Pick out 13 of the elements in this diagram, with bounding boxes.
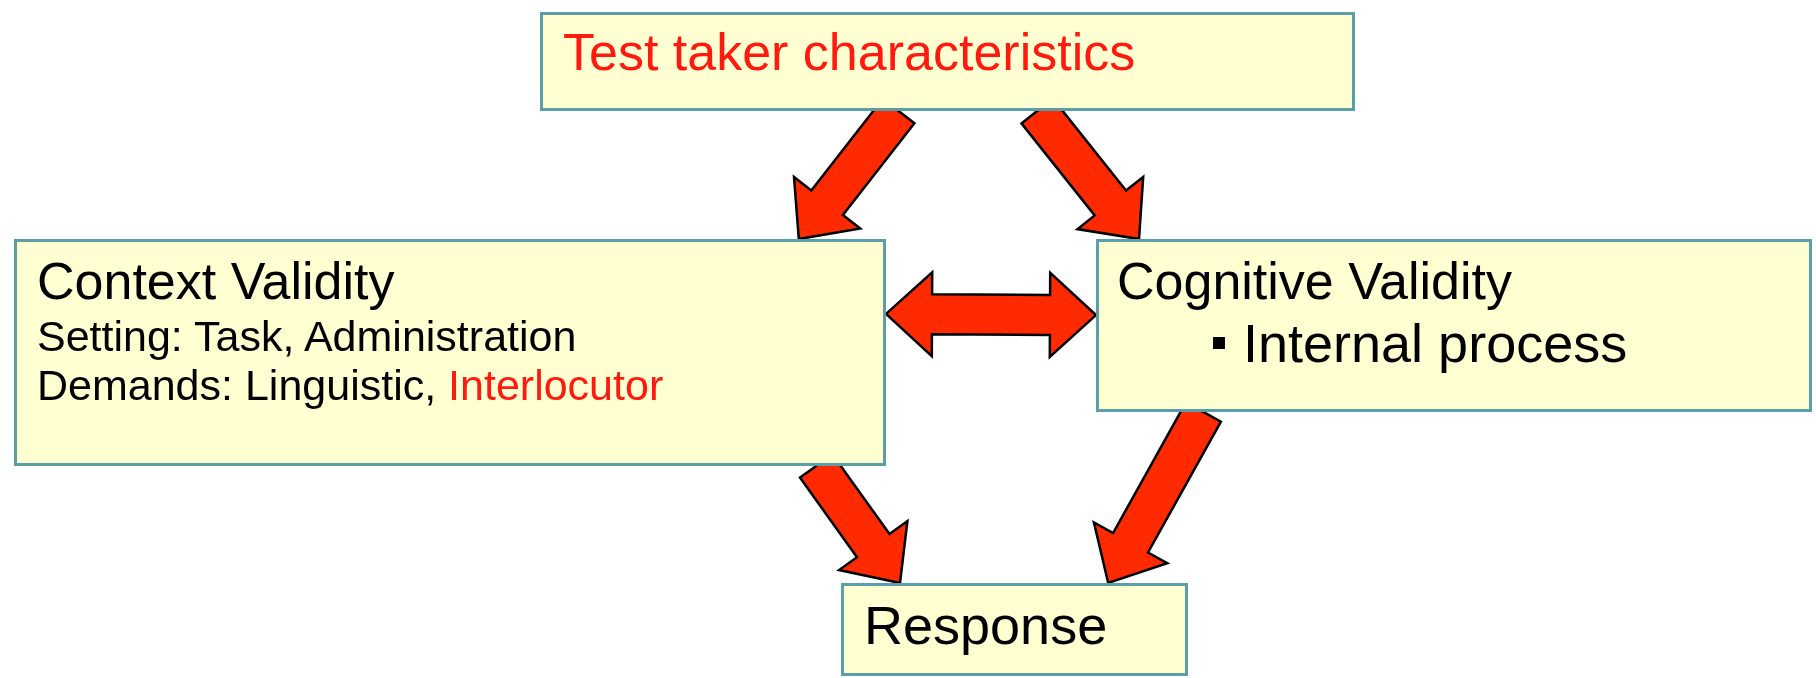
box-text: Setting: Task, Administration	[37, 311, 578, 362]
box-text: Demands: Linguistic,	[37, 361, 437, 410]
box-heading: Context Validity	[37, 252, 396, 312]
bullet-text: Internal process	[1243, 311, 1628, 374]
text-box	[1096, 239, 1812, 412]
box-title: Response	[864, 594, 1109, 657]
box-heading: Cognitive Validity	[1117, 252, 1513, 312]
text-box	[540, 12, 1355, 111]
text-box	[14, 239, 886, 466]
text-box	[841, 583, 1188, 676]
box-title: Test taker characteristics	[563, 23, 1137, 83]
double-arrow	[884, 269, 1098, 360]
highlighted-text: Interlocutor	[448, 361, 664, 410]
